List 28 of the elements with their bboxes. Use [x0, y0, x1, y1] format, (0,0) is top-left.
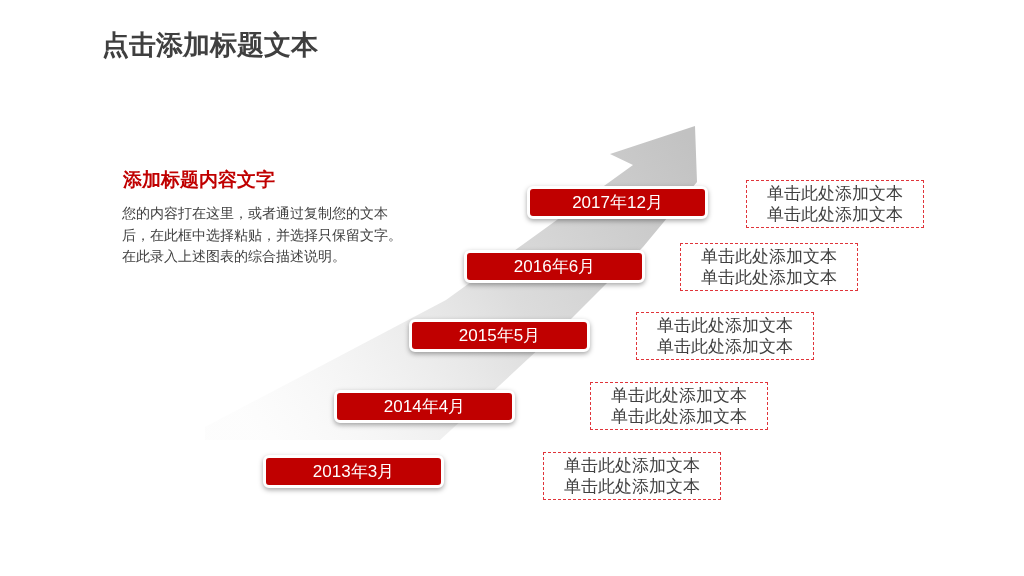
section-heading: 添加标题内容文字 [123, 168, 275, 192]
date-banner [409, 319, 590, 352]
dashed-text-frame [746, 180, 924, 228]
date-label: 2013年3月 [312, 460, 395, 483]
placeholder-text: 单击此处添加文本 [701, 267, 837, 288]
date-banner [464, 250, 645, 283]
date-label: 2014年4月 [383, 395, 466, 418]
placeholder-text: 单击此处添加文本 [611, 385, 747, 406]
dashed-text-frame [636, 312, 814, 360]
placeholder-text: 单击此处添加文本 [657, 315, 793, 336]
description-paragraph: 您的内容打在这里，或者通过复制您的文本后，在此框中选择粘贴，并选择只保留文字。在此录入上述图表的综合描述说明。 [122, 205, 403, 266]
date-label: 2015年5月 [458, 324, 541, 347]
placeholder-text: 单击此处添加文本 [767, 183, 903, 204]
date-label: 2016年6月 [513, 255, 596, 278]
placeholder-text: 单击此处添加文本 [611, 406, 747, 427]
placeholder-text: 单击此处添加文本 [564, 476, 700, 497]
placeholder-text: 单击此处添加文本 [701, 246, 837, 267]
date-banner [527, 186, 708, 219]
placeholder-text: 单击此处添加文本 [767, 204, 903, 225]
slide-title: 点击添加标题文本 [102, 29, 318, 62]
date-banner [263, 455, 444, 488]
dashed-text-frame [590, 382, 768, 430]
placeholder-text: 单击此处添加文本 [564, 455, 700, 476]
placeholder-text: 单击此处添加文本 [657, 336, 793, 357]
dashed-text-frame [543, 452, 721, 500]
dashed-text-frame [680, 243, 858, 291]
date-banner [334, 390, 515, 423]
date-label: 2017年12月 [572, 191, 663, 214]
